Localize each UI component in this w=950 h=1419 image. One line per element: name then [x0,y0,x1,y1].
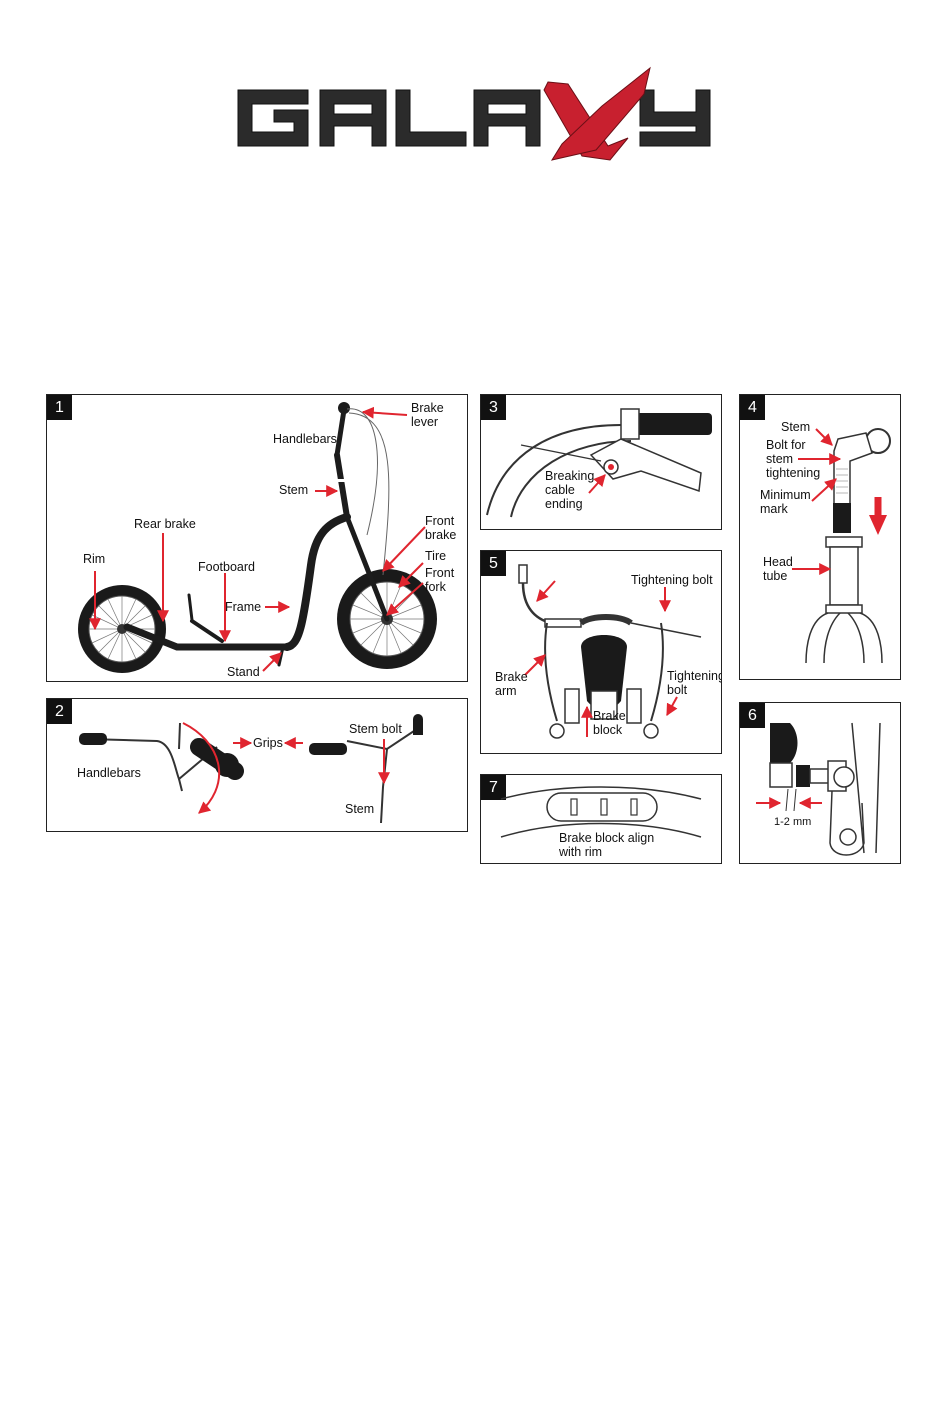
label-brake-lever: Brake lever [411,401,444,429]
panel-number: 6 [740,703,765,728]
panel-7-alignment: 7 Brake block align with rim [480,774,722,864]
scooter-illustration [78,402,437,673]
label-rim: Rim [83,552,106,566]
rear-wheel [78,585,166,673]
brake-lever-illustration [486,408,712,518]
label-tightening-bolt-top: Tightening bolt [631,573,713,587]
panel-5-v-brake: 5 Tightening bolt Brake arm Brake block … [480,550,722,754]
label-stem: Stem [279,483,309,497]
label-grips: Grips [253,736,283,750]
label-minimum-mark: Minimum mark [760,488,811,516]
callout-arrows [89,406,426,672]
label-stem: Stem [781,420,811,434]
panel-2-grips: 2 Grips Handlebars Stem bol [46,698,468,832]
label-stand: Stand [227,665,260,679]
label-stem: Stem [345,802,375,816]
panel-number: 5 [481,551,506,576]
label-frame: Frame [225,600,262,614]
panel-6-gap: 6 1-2 mm [739,702,901,864]
scooter-frame [123,407,390,667]
label-handlebars: Handlebars [273,432,337,446]
label-front-brake: Front brake [425,514,457,542]
panel-1-scooter-overview: 1 [46,394,468,682]
label-brake-arm: Brake arm [495,670,528,698]
panel-4-stem-height: 4 Stem Bolt for stem tightening Minimum … [739,394,901,680]
label-bolt-for-stem-tightening: Bolt for stem tightening [766,438,821,480]
v-brake-illustration [518,564,702,739]
panel-number: 1 [47,395,72,420]
panel-3-brake-lever: 3 Breaking cable ending [480,394,722,530]
galaxy-logo [237,66,711,161]
label-front-fork: Front fork [425,566,455,594]
label-breaking-cable-ending: Breaking cable ending [545,469,595,511]
label-head-tube: Head tube [763,555,793,583]
label-tightening-bolt-side: Tightening bolt [667,669,722,697]
label-gap: 1-2 mm [774,816,812,828]
label-handlebars: Handlebars [77,766,141,780]
label-brake-block-align: Brake block align with rim [559,831,655,859]
label-footboard: Footboard [198,560,255,574]
brake-gap-illustration [756,722,881,856]
label-brake-block: Brake block [593,709,626,737]
panel-number: 4 [740,395,765,420]
label-stem-bolt: Stem bolt [349,722,402,736]
handlebar-grips-illustration [79,714,423,824]
brake-block-align-illustration [500,786,702,838]
panel-number: 3 [481,395,506,420]
label-tire: Tire [425,549,447,563]
stem-headtube-illustration [792,428,891,664]
label-rear-brake: Rear brake [134,517,196,531]
panel-number: 2 [47,699,72,724]
panel-number: 7 [481,775,506,800]
